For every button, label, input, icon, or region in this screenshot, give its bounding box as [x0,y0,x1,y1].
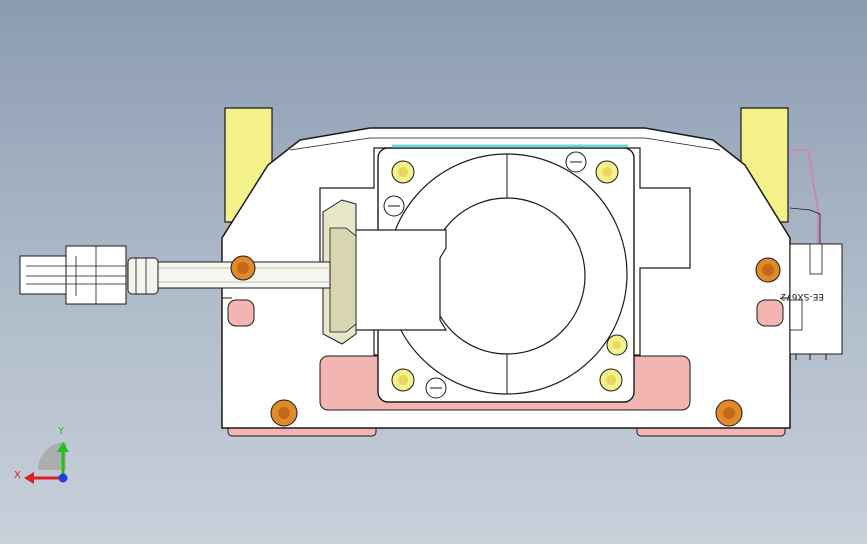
hex-socket-screw-icon[interactable] [230,255,256,281]
hex-socket-screw-icon[interactable] [595,160,619,184]
center-plate[interactable] [377,144,635,403]
right-notch [756,299,784,327]
hex-socket-screw-icon[interactable] [565,151,587,173]
hex-socket-screw-icon[interactable] [391,160,415,184]
hex-socket-screw-icon[interactable] [425,377,447,399]
hex-socket-screw-icon[interactable] [270,399,298,427]
z-axis-dot [58,473,68,483]
hex-socket-screw-icon[interactable] [391,368,415,392]
y-axis-label: Y [57,426,65,437]
hex-socket-screw-icon[interactable] [715,399,743,427]
photo-sensor-icon[interactable]: EE-SX672 [780,149,843,360]
sensor-label: EE-SX672 [780,291,824,301]
hex-socket-screw-icon[interactable] [599,368,623,392]
hex-socket-screw-icon[interactable] [755,257,781,283]
hex-socket-screw-icon[interactable] [383,195,405,217]
x-axis-label: X [14,470,21,481]
clamp-block[interactable] [322,199,357,345]
hex-socket-screw-icon[interactable] [606,334,628,356]
left-notch [227,299,255,327]
connector-icon[interactable] [19,245,127,305]
coordinate-triad: Y X [14,426,69,484]
